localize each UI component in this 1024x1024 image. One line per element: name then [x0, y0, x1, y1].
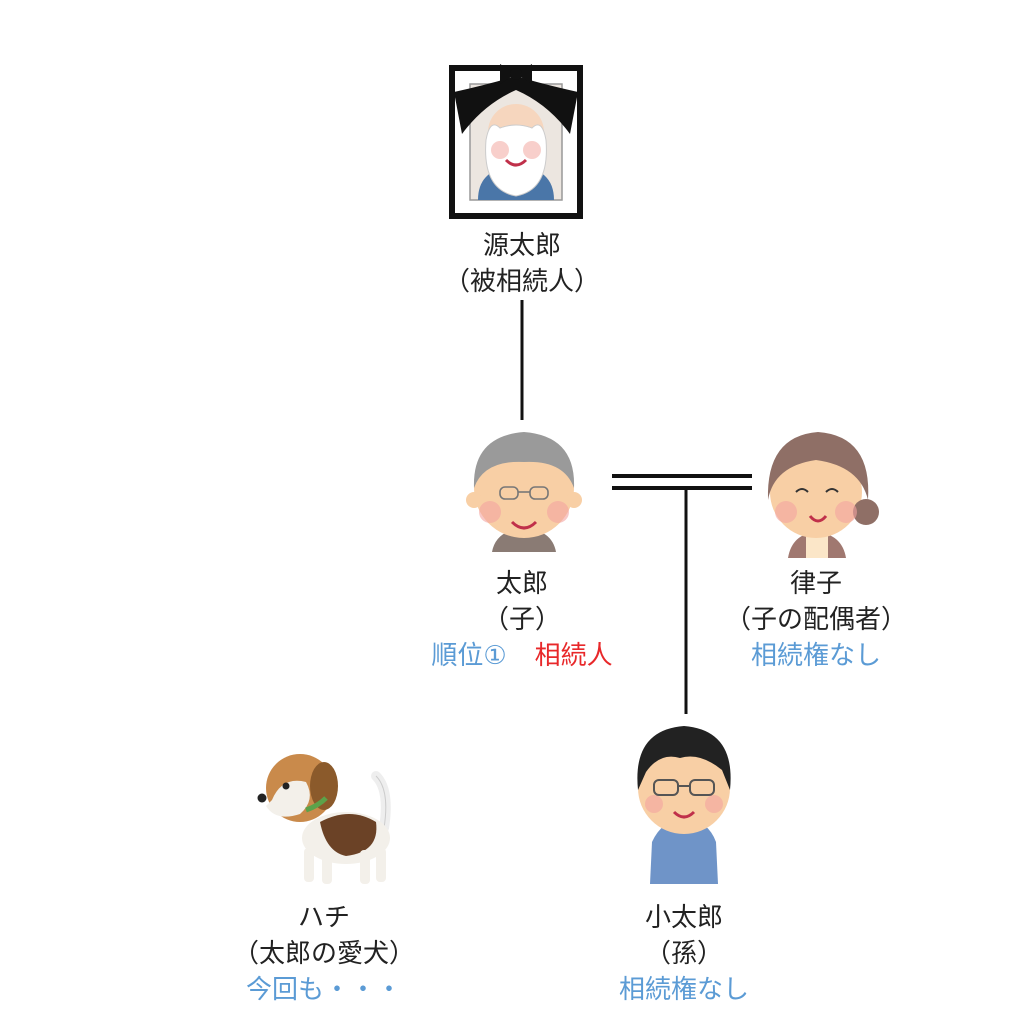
memorial-portrait-icon [449, 64, 583, 219]
dog-label: ハチ （太郎の愛犬） 今回も・・・ [224, 900, 424, 1008]
spouse-status: 相続権なし [750, 641, 881, 671]
child-rank: 順位① [431, 641, 507, 671]
child-role: （子） [482, 605, 561, 635]
child-status-line: 順位① 相続人 [402, 638, 642, 674]
child-status: 相続人 [534, 641, 613, 671]
spouse-name: 律子 [789, 569, 842, 599]
dog-name: ハチ [297, 903, 350, 933]
elderly-woman-icon [767, 432, 879, 558]
deceased-label: 源太郎 （被相続人） [412, 228, 632, 300]
beagle-dog-icon [257, 754, 391, 884]
spouse-role: （子の配偶者） [724, 605, 907, 635]
spouse-label: 律子 （子の配偶者） 相続権なし [716, 566, 916, 674]
child-name: 太郎 [495, 569, 548, 599]
deceased-role: （被相続人） [443, 267, 600, 297]
child-label: 太郎 （子） 順位① 相続人 [402, 566, 642, 674]
grandchild-role: （孫） [644, 939, 723, 969]
grandchild-label: 小太郎 （孫） 相続権なし [584, 900, 784, 1008]
deceased-name: 源太郎 [482, 231, 561, 261]
young-man-glasses-icon [637, 726, 731, 884]
grandchild-name: 小太郎 [644, 903, 723, 933]
elderly-man-icon [466, 432, 582, 552]
grandchild-status: 相続権なし [618, 975, 749, 1005]
dog-role: （太郎の愛犬） [232, 939, 415, 969]
dog-status: 今回も・・・ [245, 975, 402, 1005]
